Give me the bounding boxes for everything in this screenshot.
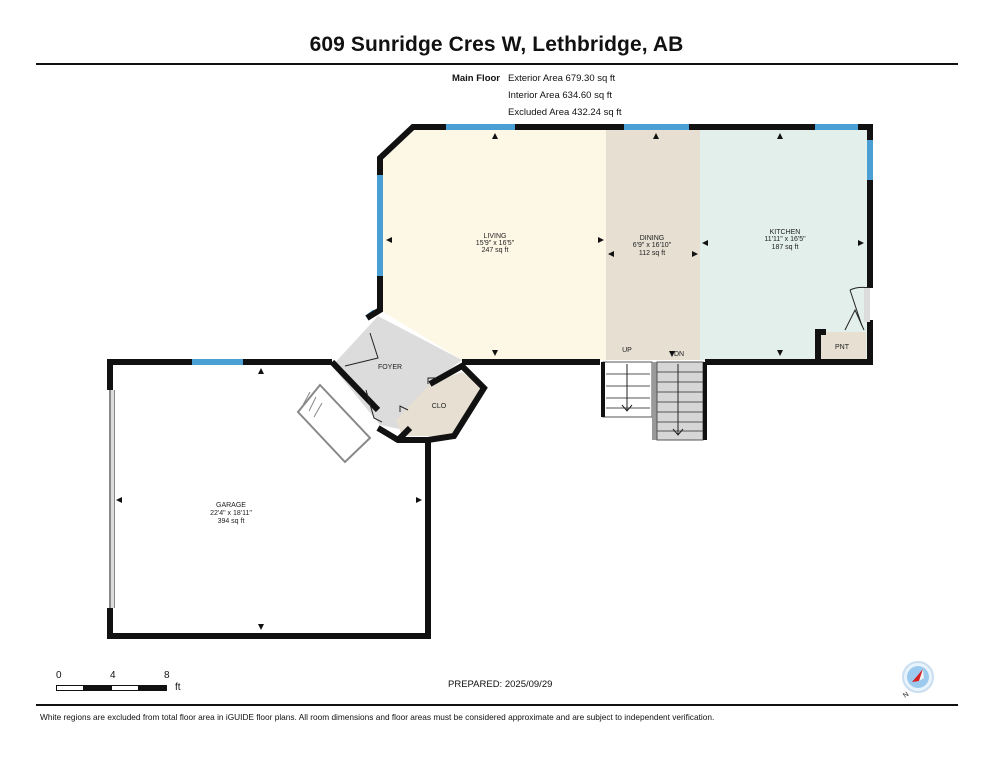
walls — [107, 124, 873, 639]
stairs-up-label: UP — [622, 347, 632, 354]
kitchen-door-opening — [864, 288, 870, 322]
scale-segment — [111, 685, 139, 691]
floor-name: Main Floor — [451, 73, 500, 84]
scale-tick-4: 4 — [110, 670, 116, 681]
closet-label: CLO — [432, 403, 447, 410]
prepared-date: PREPARED: 2025/09/29 — [448, 679, 553, 690]
dining-label: DINING — [640, 235, 665, 242]
foyer-area — [332, 316, 462, 430]
living-area: 247 sq ft — [482, 247, 509, 254]
kitchen-label: KITCHEN — [770, 229, 801, 236]
kitchen-dims: 11'11" x 16'5" — [764, 236, 806, 243]
interior-stairs — [601, 361, 707, 441]
scale-segment — [138, 685, 167, 691]
garage-area: 394 sq ft — [218, 518, 245, 525]
kitchen-area: 187 sq ft — [772, 244, 799, 251]
door-swings — [344, 286, 871, 423]
exterior-stairs — [296, 383, 372, 464]
living-room-area — [380, 127, 606, 360]
scale-segment — [83, 685, 112, 691]
dining-room-area — [606, 127, 700, 360]
compass-north-label: N — [902, 691, 910, 700]
foyer-label: FOYER — [378, 364, 402, 371]
scale-unit: ft — [175, 682, 181, 693]
garage-door-opening — [111, 390, 114, 608]
pantry-label: PNT — [835, 344, 850, 351]
exterior-area: Exterior Area 679.30 sq ft — [508, 73, 616, 84]
stairs-down-label: DN — [674, 351, 684, 358]
scale-tick-8: 8 — [164, 670, 170, 681]
interior-area: Interior Area 634.60 sq ft — [508, 90, 613, 101]
dining-dims: 6'9" x 16'10" — [633, 242, 672, 249]
scale-bar: 0 4 8 ft — [56, 670, 196, 700]
compass-icon: N — [902, 661, 934, 700]
room-fills — [332, 127, 870, 436]
garage-dims: 22'4" x 18'11" — [210, 510, 252, 517]
kitchen-area — [700, 127, 870, 360]
dimension-markers — [116, 133, 864, 630]
scale-tick-0: 0 — [56, 670, 62, 681]
header-divider — [36, 63, 958, 65]
page-title: 609 Sunridge Cres W, Lethbridge, AB — [309, 33, 684, 56]
footer-divider — [36, 704, 958, 706]
dining-area: 112 sq ft — [639, 250, 665, 257]
pantry-area — [818, 332, 866, 360]
living-label: LIVING — [484, 233, 507, 240]
disclaimer-text: White regions are excluded from total fl… — [40, 712, 715, 722]
living-dims: 15'9" x 16'5" — [476, 240, 515, 247]
scale-segment — [56, 685, 84, 691]
garage-label: GARAGE — [216, 502, 246, 509]
excluded-area: Excluded Area 432.24 sq ft — [508, 107, 622, 118]
room-labels: LIVING 15'9" x 16'5" 247 sq ft DINING 6'… — [210, 229, 850, 525]
